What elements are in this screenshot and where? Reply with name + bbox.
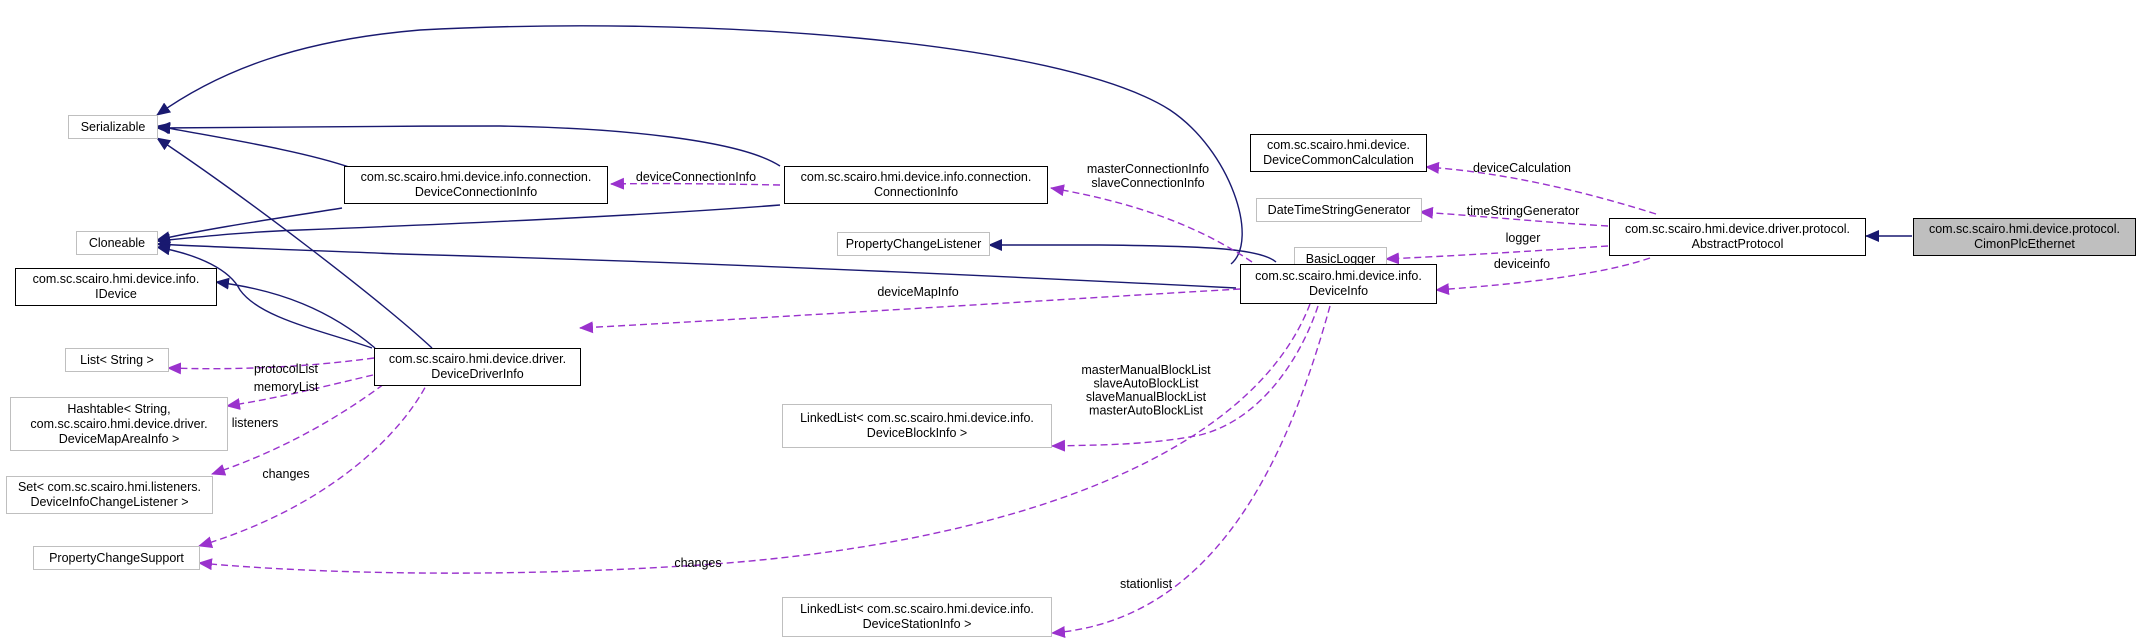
edge-driverinfo-hashtable — [226, 374, 374, 410]
edge-driverinfo-cloneable — [156, 243, 373, 349]
node-label: List< String > — [80, 352, 154, 367]
edge-devconninfo-cloneable — [156, 207, 343, 243]
node-label: Serializable — [80, 119, 146, 134]
edge-driverinfo-serializable — [156, 137, 433, 349]
node-label: com.sc.scairo.hmi.device.driver.protocol… — [1624, 222, 1851, 236]
edge-label-listeners: listeners — [232, 416, 279, 430]
edge-driverinfo-list — [167, 357, 375, 375]
edge-conninfo-serializable — [156, 121, 781, 167]
node-device-info[interactable]: com.sc.scairo.hmi.device.info. DeviceInf… — [1240, 264, 1437, 304]
edge-conninfo-cloneable — [156, 204, 781, 246]
node-label: AbstractProtocol — [1691, 237, 1784, 251]
edge-deviceinfo-driverinfo — [579, 288, 1241, 334]
node-label: CimonPlcEthernet — [1974, 237, 2075, 251]
edge-label-memory-list: memoryList — [254, 380, 319, 394]
node-device-common-calculation[interactable]: com.sc.scairo.hmi.device. DeviceCommonCa… — [1250, 134, 1427, 172]
edge-label-stationlist: stationlist — [1120, 577, 1173, 591]
edge-label-device-map-info: deviceMapInfo — [877, 285, 958, 299]
edge-label-deviceinfo: deviceinfo — [1494, 257, 1550, 271]
node-label: Hashtable< String, — [67, 401, 171, 416]
node-set-listener[interactable]: Set< com.sc.scairo.hmi.listeners. Device… — [6, 476, 213, 514]
edge-deviceinfo-pcl — [988, 239, 1277, 263]
node-label: DeviceInfo — [1308, 284, 1369, 298]
node-label: com.sc.scairo.hmi.device.info.connection… — [800, 170, 1032, 184]
node-label: DeviceMapAreaInfo > — [58, 431, 180, 446]
node-device-driver-info[interactable]: com.sc.scairo.hmi.device.driver. DeviceD… — [374, 348, 581, 386]
edge-label-changes-driver: changes — [262, 467, 309, 481]
node-label: com.sc.scairo.hmi.device.info. — [32, 272, 200, 286]
node-block-list[interactable]: LinkedList< com.sc.scairo.hmi.device.inf… — [782, 404, 1052, 448]
node-label: com.sc.scairo.hmi.device.protocol. — [1928, 222, 2121, 236]
edge-driverinfo-idevice — [215, 277, 376, 349]
node-label: PropertyChangeSupport — [49, 550, 184, 565]
edge-deviceinfo-cloneable — [156, 238, 1237, 289]
edge-devconninfo-serializable — [156, 122, 353, 169]
edge-label-logger: logger — [1506, 231, 1541, 245]
node-list-string[interactable]: List< String > — [65, 348, 169, 372]
node-label: BasicLogger — [1305, 251, 1376, 266]
node-hashtable[interactable]: Hashtable< String, com.sc.scairo.hmi.dev… — [10, 397, 228, 451]
node-label: com.sc.scairo.hmi.device.driver. — [30, 416, 208, 431]
edge-deviceinfo-conninfo — [1050, 184, 1253, 263]
node-serializable[interactable]: Serializable — [68, 115, 158, 139]
usage-edges — [167, 161, 1657, 638]
node-label: com.sc.scairo.hmi.device.driver. — [388, 352, 567, 366]
edge-deviceinfo-stationlist — [1051, 305, 1331, 638]
node-label: LinkedList< com.sc.scairo.hmi.device.inf… — [800, 602, 1034, 616]
edge-label-device-connection-info: deviceConnectionInfo — [636, 170, 756, 184]
node-idevice[interactable]: com.sc.scairo.hmi.device.info. IDevice — [15, 268, 217, 306]
edge-driverinfo-set — [211, 377, 393, 476]
node-label: DeviceBlockInfo > — [866, 426, 968, 440]
node-cimon-plc-ethernet[interactable]: com.sc.scairo.hmi.device.protocol. Cimon… — [1913, 218, 2136, 256]
node-property-change-support[interactable]: PropertyChangeSupport — [33, 546, 200, 570]
edge-deviceinfo-pcs — [198, 303, 1311, 574]
node-label: DeviceInfoChangeListener > — [30, 495, 189, 509]
node-label: Cloneable — [88, 235, 146, 250]
node-label: DeviceConnectionInfo — [414, 185, 538, 199]
edge-abstractprotocol-logger — [1385, 245, 1609, 265]
edge-label-protocol-list: protocolList — [254, 362, 318, 376]
node-label: ConnectionInfo — [873, 185, 959, 199]
edge-deviceinfo-serializable — [156, 25, 1243, 265]
node-label: com.sc.scairo.hmi.device. — [1266, 138, 1411, 152]
node-label: DeviceCommonCalculation — [1263, 153, 1414, 167]
node-label: DeviceStationInfo > — [862, 617, 972, 631]
edge-labels: deviceConnectionInfo masterConnectionInf… — [232, 161, 1580, 591]
edge-label-device-calculation: deviceCalculation — [1473, 161, 1571, 175]
node-label: com.sc.scairo.hmi.device.info.connection… — [360, 170, 592, 184]
edge-deviceinfo-blocklist — [1051, 305, 1319, 452]
edge-label-time-string-generator: timeStringGenerator — [1467, 204, 1580, 218]
node-property-change-listener[interactable]: PropertyChangeListener — [837, 232, 990, 256]
node-station-list[interactable]: LinkedList< com.sc.scairo.hmi.device.inf… — [782, 597, 1052, 637]
node-connection-info[interactable]: com.sc.scairo.hmi.device.info.connection… — [784, 166, 1048, 204]
node-label: IDevice — [95, 287, 137, 301]
inheritance-edges — [156, 25, 1912, 349]
node-device-connection-info[interactable]: com.sc.scairo.hmi.device.info.connection… — [344, 166, 608, 204]
node-label: DeviceDriverInfo — [431, 367, 524, 381]
node-cloneable[interactable]: Cloneable — [76, 231, 158, 255]
node-datetime-string-generator[interactable]: DateTimeStringGenerator — [1256, 198, 1422, 222]
node-label: Set< com.sc.scairo.hmi.listeners. — [17, 480, 202, 494]
edge-abstractprotocol-datetime — [1419, 206, 1609, 227]
node-label: DateTimeStringGenerator — [1267, 202, 1411, 217]
edge-driverinfo-pcs — [198, 377, 431, 549]
edge-label-changes-info: changes — [674, 556, 721, 570]
node-abstract-protocol[interactable]: com.sc.scairo.hmi.device.driver.protocol… — [1609, 218, 1866, 256]
node-label: LinkedList< com.sc.scairo.hmi.device.inf… — [800, 411, 1034, 425]
node-label: com.sc.scairo.hmi.device.info. — [1255, 269, 1422, 283]
node-label: PropertyChangeListener — [845, 236, 982, 251]
